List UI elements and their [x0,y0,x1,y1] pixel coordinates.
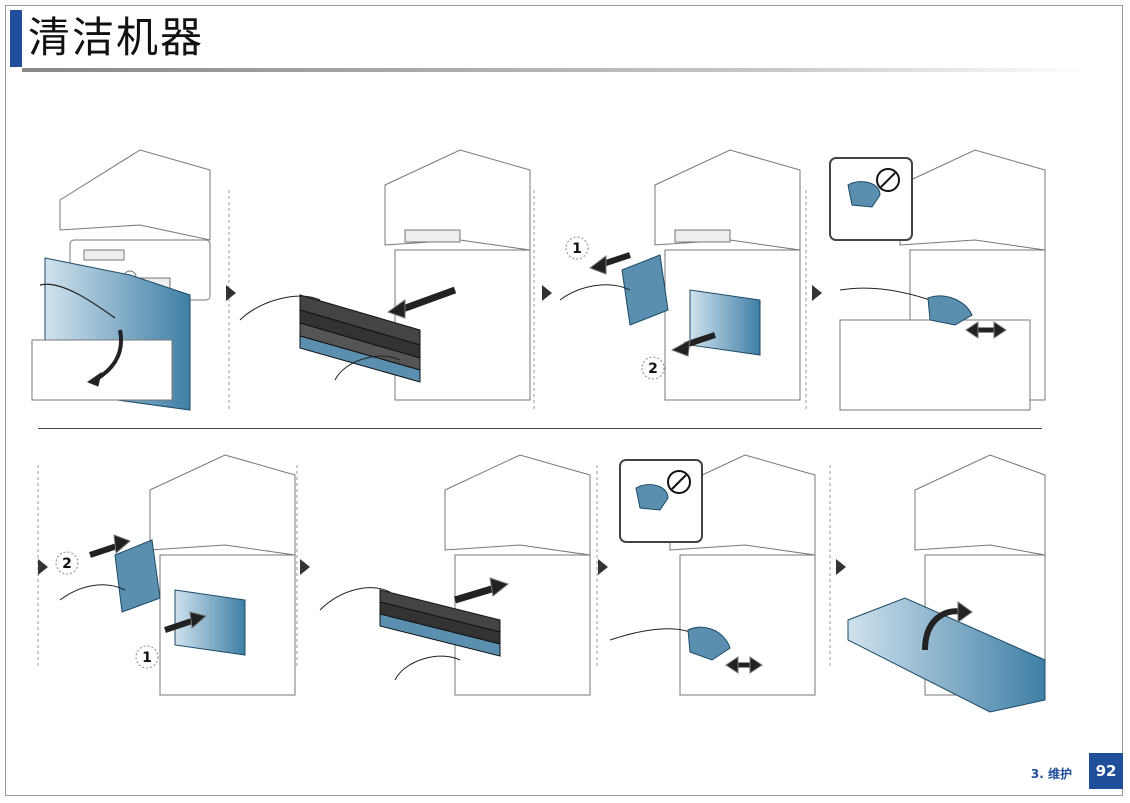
step-arrow-icon [836,559,846,575]
step2-remove-cartridges [239,149,531,401]
callout-number: 1 [572,241,582,257]
chapter-label: 3. 维护 [1030,767,1072,781]
row-divider [38,428,1042,429]
title-rule [22,68,1087,72]
step5-reinsert-part [55,454,296,696]
callout-number: 2 [62,556,72,572]
step3-release-part [559,149,801,401]
title-accent-bar [10,10,22,67]
step-arrow-icon [226,285,236,301]
step-arrow-icon [38,559,48,575]
step-arrow-icon [812,285,822,301]
step-arrow-icon [542,285,552,301]
step8-close-front-door [847,454,1046,713]
step-arrow-icon [300,559,310,575]
callout-number: 2 [648,361,658,377]
step6-reinsert-cartridges [319,454,591,696]
step-arrow-icon [598,559,608,575]
page-number: 92 [1089,753,1123,789]
callout-number: 1 [142,650,152,666]
step1-open-front-door [31,149,211,411]
page-title: 清洁机器 [28,13,205,62]
step4-wipe-inside [829,149,1046,411]
step7-wipe-inside [609,454,816,696]
page-border [5,5,1123,796]
